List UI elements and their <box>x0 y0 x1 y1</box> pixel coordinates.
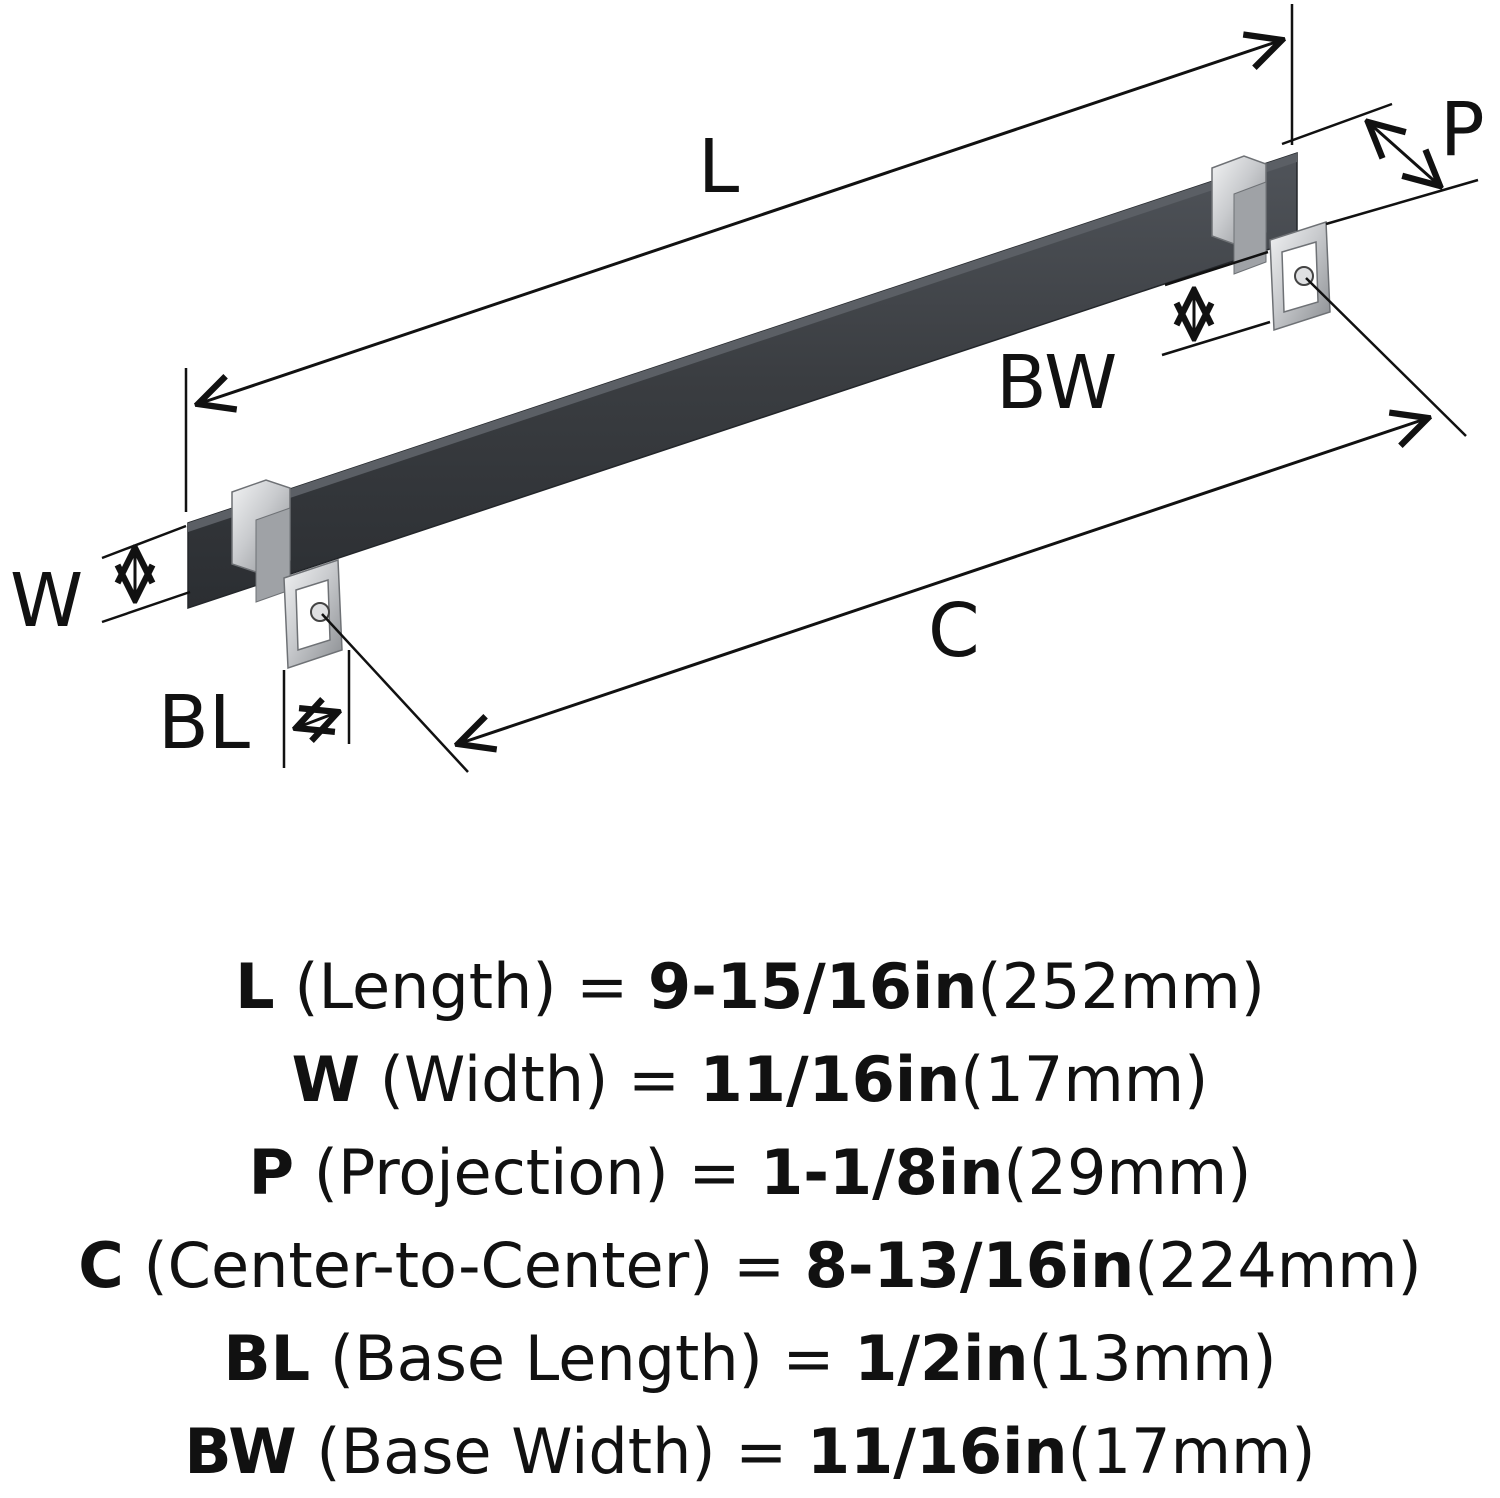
spec-desc: (Length) <box>294 950 557 1023</box>
spec-eq: = <box>733 1229 786 1302</box>
spec-abbr: P <box>248 1136 295 1209</box>
spec-value: 1-1/8in <box>760 1136 1004 1209</box>
spec-value: 8-13/16in <box>804 1229 1135 1302</box>
spec-metric: (17mm) <box>960 1043 1209 1116</box>
spec-desc: (Base Length) <box>329 1322 763 1395</box>
spec-row-length: L (Length) = 9-15/16in(252mm) <box>0 940 1500 1033</box>
label-c: C <box>928 588 980 674</box>
spec-metric: (13mm) <box>1028 1322 1277 1395</box>
spec-eq: = <box>688 1136 741 1209</box>
spec-eq: = <box>735 1415 788 1488</box>
spec-value: 1/2in <box>854 1322 1029 1395</box>
spec-metric: (224mm) <box>1134 1229 1422 1302</box>
spec-metric: (17mm) <box>1067 1415 1316 1488</box>
spec-abbr: C <box>78 1229 124 1302</box>
spec-eq: = <box>782 1322 835 1395</box>
specifications-list: L (Length) = 9-15/16in(252mm) W (Width) … <box>0 940 1500 1498</box>
width-dimension: W <box>10 524 191 644</box>
spec-metric: (252mm) <box>977 950 1265 1023</box>
spec-metric: (29mm) <box>1003 1136 1252 1209</box>
spec-abbr: BW <box>184 1415 297 1488</box>
base-length-dimension: BL <box>158 650 351 768</box>
spec-row-width: W (Width) = 11/16in(17mm) <box>0 1033 1500 1126</box>
length-dimension: L <box>184 4 1294 512</box>
label-l: L <box>698 124 739 210</box>
cabinet-pull-diagram: L P BW W C BL <box>10 4 1485 773</box>
spec-desc: (Center-to-Center) <box>143 1229 714 1302</box>
spec-desc: (Base Width) <box>316 1415 716 1488</box>
spec-eq: = <box>576 950 629 1023</box>
spec-abbr: W <box>291 1043 361 1116</box>
label-w: W <box>10 558 83 644</box>
spec-abbr: L <box>235 950 275 1023</box>
spec-row-base-length: BL (Base Length) = 1/2in(13mm) <box>0 1312 1500 1405</box>
spec-value: 11/16in <box>806 1415 1068 1488</box>
label-bw: BW <box>996 340 1117 426</box>
spec-desc: (Projection) <box>313 1136 669 1209</box>
projection-dimension: P <box>1281 87 1485 226</box>
label-bl: BL <box>158 680 250 766</box>
spec-row-projection: P (Projection) = 1-1/8in(29mm) <box>0 1126 1500 1219</box>
center-to-center-dimension: C <box>321 277 1467 773</box>
spec-abbr: BL <box>223 1322 311 1395</box>
left-post <box>231 479 343 670</box>
spec-row-base-width: BW (Base Width) = 11/16in(17mm) <box>0 1405 1500 1498</box>
spec-desc: (Width) <box>379 1043 609 1116</box>
label-p: P <box>1440 87 1485 173</box>
spec-row-center-to-center: C (Center-to-Center) = 8-13/16in(224mm) <box>0 1219 1500 1312</box>
spec-value: 9-15/16in <box>647 950 978 1023</box>
spec-eq: = <box>628 1043 680 1116</box>
spec-value: 11/16in <box>699 1043 961 1116</box>
